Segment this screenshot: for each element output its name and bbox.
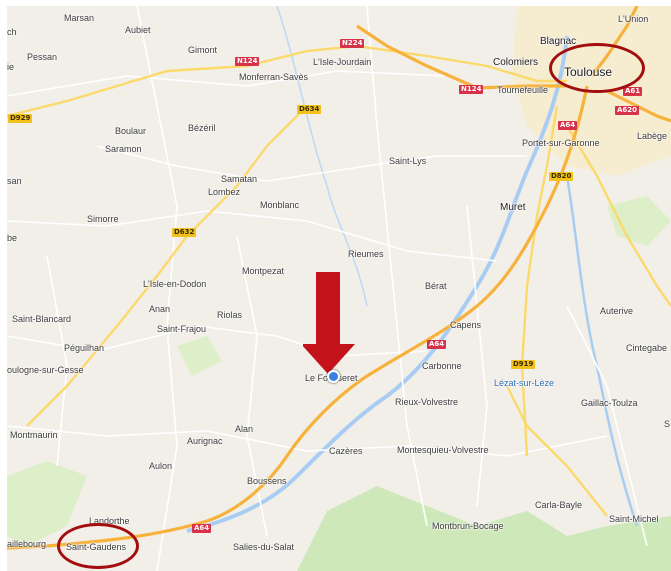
place-boulaur: Boulaur	[115, 126, 147, 136]
place-cintegabe: Cintegabe	[626, 343, 668, 353]
road-shield-n224: N224	[340, 39, 365, 48]
place-salies-du-salat: Salies-du-Salat	[233, 542, 295, 552]
road-shield-d919: D919	[511, 360, 536, 369]
place-portet-sur-garonne: Portet-sur-Garonne	[522, 138, 600, 148]
place-landorthe: Landorthe	[89, 516, 130, 526]
road-shield-a61: A61	[623, 87, 643, 96]
place-aurignac: Aurignac	[187, 436, 223, 446]
place-muret: Muret	[500, 202, 526, 213]
place-saint-blancard: Saint-Blancard	[12, 314, 72, 324]
place-saramon: Saramon	[105, 144, 142, 154]
place-blagnac: Blagnac	[540, 36, 577, 47]
place-montbrun-bocage: Montbrun-Bocage	[432, 521, 504, 531]
place-carbonne: Carbonne	[422, 361, 462, 371]
road-shield-a64-mid: A64	[427, 340, 447, 349]
place-lombez: Lombez	[208, 187, 241, 197]
place-rieumes: Rieumes	[348, 249, 384, 259]
place-auterive: Auterive	[600, 306, 634, 316]
place-samatan: Samatan	[221, 174, 258, 184]
place-edge-ie: ie	[7, 62, 15, 72]
place-aillebourg: aillebourg	[7, 539, 47, 549]
map-canvas[interactable]: Marsan Aubiet ch Pessan ie Gimont L'Isle…	[7, 6, 671, 571]
road-shield-a64-bottom: A64	[192, 524, 212, 533]
place-alan: Alan	[235, 424, 254, 434]
minor-roads	[7, 6, 648, 571]
place-capens: Capens	[450, 320, 482, 330]
place-aulon: Aulon	[149, 461, 173, 471]
major-roads	[7, 44, 671, 517]
place-gaillac-toulza: Gaillac-Toulza	[581, 398, 638, 408]
place-montesquieu-volvestre: Montesquieu-Volvestre	[397, 445, 489, 455]
place-boussens: Boussens	[247, 476, 287, 486]
place-lisle-en-dodon: L'Isle-en-Dodon	[143, 279, 207, 289]
place-lisle-jourdain: L'Isle-Jourdain	[313, 57, 372, 67]
place-saint-frajou: Saint-Frajou	[157, 324, 207, 334]
place-edge-be: be	[7, 233, 18, 243]
road-shield-d929: D929	[8, 114, 33, 123]
place-pessan: Pessan	[27, 52, 58, 62]
place-montmaurin: Montmaurin	[10, 430, 58, 440]
place-rieux-volvestre: Rieux-Volvestre	[395, 397, 459, 407]
place-boulogne-sur-gesse: oulogne-sur-Gesse	[7, 365, 84, 375]
road-shield-d820: D820	[549, 172, 574, 181]
place-riolas: Riolas	[217, 310, 243, 320]
place-labege: Labège	[637, 131, 668, 141]
river-garonne	[186, 35, 569, 533]
place-tournefeuille: Tournefeuille	[497, 85, 549, 95]
place-carla-bayle: Carla-Bayle	[535, 500, 583, 510]
place-gimont: Gimont	[188, 45, 218, 55]
road-shield-d632: D632	[172, 228, 197, 237]
annotation-circle-saint-gaudens	[57, 523, 139, 569]
road-shield-n124-east: N124	[459, 85, 484, 94]
road-shield-a620: A620	[615, 106, 640, 115]
place-marsan: Marsan	[64, 13, 95, 23]
place-bezeril: Bézéril	[188, 123, 216, 133]
place-montpezat: Montpezat	[242, 266, 285, 276]
forest-west	[7, 461, 87, 546]
place-monblanc: Monblanc	[260, 200, 300, 210]
map-base-layer	[7, 6, 671, 571]
place-cazeres: Cazères	[329, 446, 363, 456]
place-monferran-saves: Monferran-Savès	[239, 72, 309, 82]
road-shield-a64-top: A64	[558, 121, 578, 130]
place-anan: Anan	[149, 304, 171, 314]
place-aubiet: Aubiet	[125, 25, 151, 35]
place-saint-lys: Saint-Lys	[389, 156, 427, 166]
place-edge-s: S	[664, 419, 671, 429]
place-peguilhan: Péguilhan	[64, 343, 105, 353]
forest-patch-1	[177, 336, 222, 376]
red-down-arrow-icon	[303, 272, 355, 374]
river-save	[276, 6, 368, 307]
place-colomiers: Colomiers	[493, 57, 539, 68]
road-shield-d634: D634	[297, 105, 322, 114]
place-simorre: Simorre	[87, 214, 119, 224]
place-edge-ch: ch	[7, 27, 17, 37]
place-edge-san: san	[7, 176, 22, 186]
place-berat: Bérat	[425, 281, 447, 291]
place-saint-michel: Saint-Michel	[609, 514, 659, 524]
location-marker[interactable]	[327, 370, 340, 383]
road-shield-n124-west: N124	[235, 57, 260, 66]
annotation-circle-toulouse	[549, 43, 645, 93]
place-lezat-sur-leze: Lézat-sur-Lèze	[494, 378, 555, 388]
place-lunion: L'Union	[618, 14, 649, 24]
forest-patch-2	[607, 196, 671, 246]
forest-pyrenees-foothills	[297, 486, 671, 571]
